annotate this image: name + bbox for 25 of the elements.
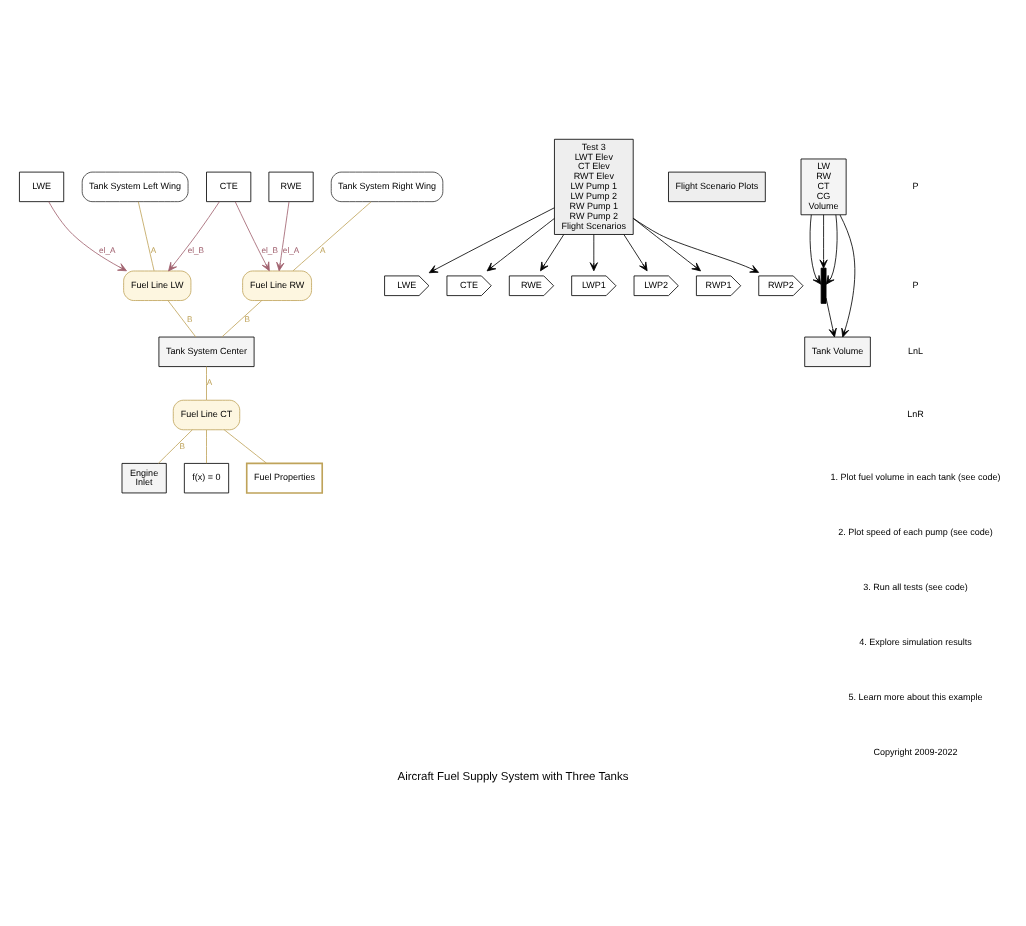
arrow bbox=[276, 201, 290, 272]
node-bar bbox=[820, 267, 827, 304]
connector bbox=[206, 366, 207, 401]
arrow bbox=[809, 214, 822, 285]
connector bbox=[223, 429, 267, 464]
arrow bbox=[48, 201, 127, 272]
arrow bbox=[168, 201, 220, 272]
arrow bbox=[819, 214, 828, 269]
arrow bbox=[632, 218, 701, 272]
arrow bbox=[486, 218, 555, 272]
arrow bbox=[632, 217, 760, 273]
connector bbox=[292, 201, 372, 272]
connector bbox=[137, 201, 155, 272]
connector bbox=[158, 429, 193, 464]
arrow bbox=[623, 234, 648, 272]
arrow bbox=[428, 207, 555, 274]
connector bbox=[167, 300, 197, 338]
connector bbox=[221, 300, 263, 338]
arrow bbox=[825, 214, 838, 285]
connector bbox=[206, 429, 207, 464]
arrow bbox=[839, 214, 856, 338]
arrow bbox=[825, 297, 837, 338]
arrow bbox=[234, 201, 270, 272]
arrow bbox=[589, 234, 598, 272]
arrow bbox=[540, 234, 565, 272]
